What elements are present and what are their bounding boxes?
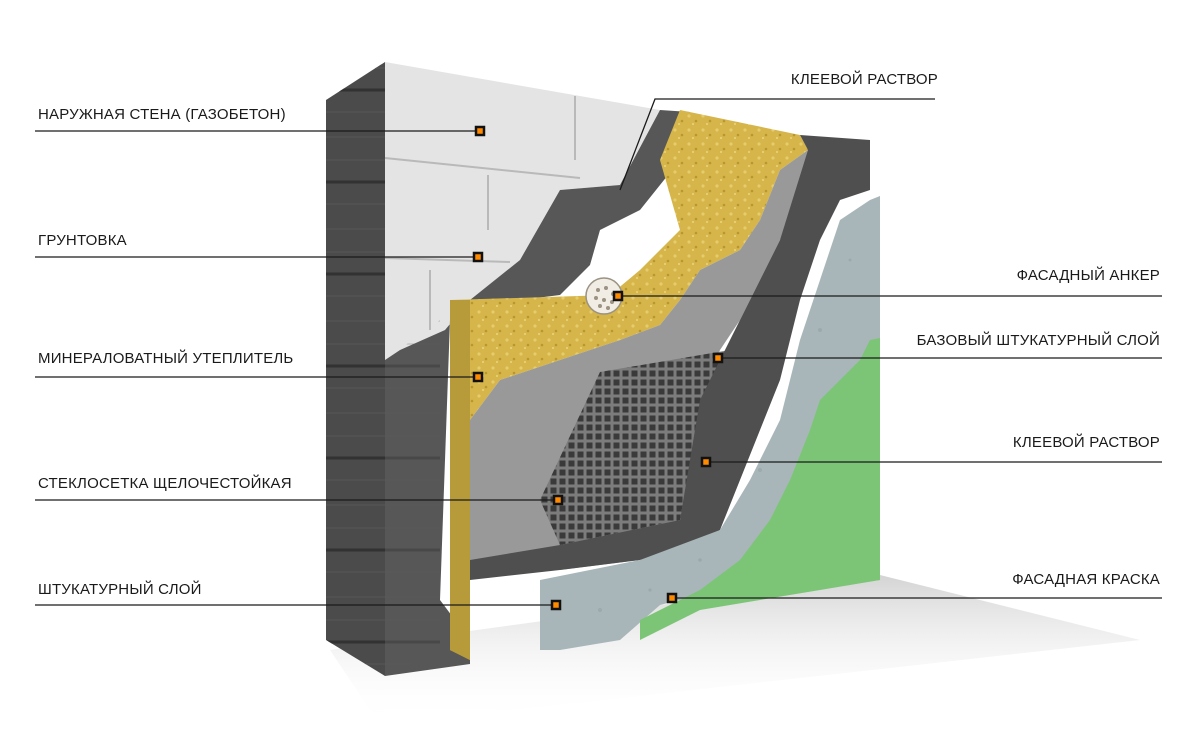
label-facade-paint: ФАСАДНАЯ КРАСКА <box>1012 571 1160 588</box>
facade-paint-layer <box>640 338 880 640</box>
label-outer-wall: НАРУЖНАЯ СТЕНА (ГАЗОБЕТОН) <box>38 106 286 123</box>
block-joints <box>384 96 581 330</box>
label-primer: ГРУНТОВКА <box>38 232 127 249</box>
mineral-wool-layer <box>450 110 808 660</box>
marker-plaster <box>550 599 562 611</box>
label-mineral-wool: МИНЕРАЛОВАТНЫЙ УТЕПЛИТЕЛЬ <box>38 350 294 367</box>
marker-outer-wall <box>474 125 486 137</box>
leader-lines <box>35 98 1162 606</box>
markers <box>472 125 724 611</box>
adhesive-layer <box>470 135 870 580</box>
facade-anchor-icon <box>585 277 623 315</box>
marker-mesh <box>552 494 564 506</box>
base-plaster-layer <box>470 150 808 570</box>
floor-shadow <box>330 575 1140 725</box>
label-plaster-layer: ШТУКАТУРНЫЙ СЛОЙ <box>38 581 202 598</box>
marker-primer <box>472 251 484 263</box>
label-adhesive-top: КЛЕЕВОЙ РАСТВОР <box>790 71 938 88</box>
label-base-plaster: БАЗОВЫЙ ШТУКАТУРНЫЙ СЛОЙ <box>916 332 1160 349</box>
marker-paint <box>666 592 678 604</box>
marker-anchor <box>612 290 624 302</box>
fiberglass-mesh <box>540 350 730 545</box>
label-facade-anchor: ФАСАДНЫЙ АНКЕР <box>1016 267 1160 284</box>
marker-adhesive <box>700 456 712 468</box>
marker-mineral-wool <box>472 371 484 383</box>
label-adhesive-mid: КЛЕЕВОЙ РАСТВОР <box>1012 434 1160 451</box>
marker-base-plaster <box>712 352 724 364</box>
label-fiberglass-mesh: СТЕКЛОСЕТКА ЩЕЛОЧЕСТОЙКАЯ <box>38 475 292 492</box>
aerated-concrete-blocks <box>385 62 660 360</box>
